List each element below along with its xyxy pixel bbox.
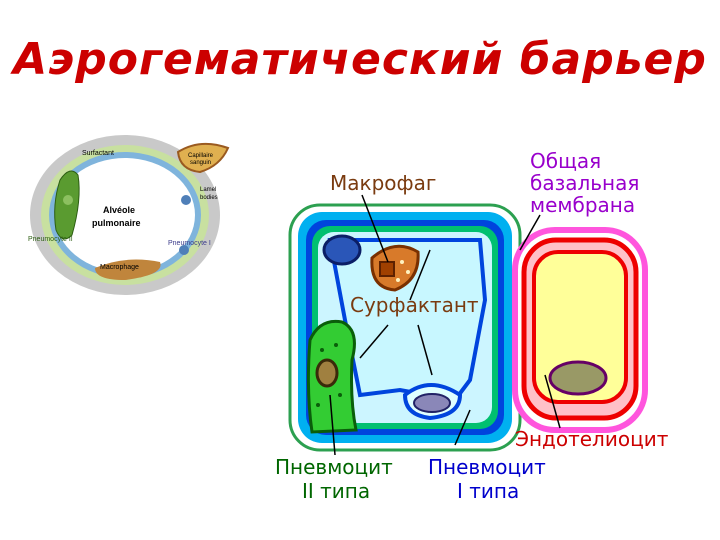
endothelial-nucleus	[548, 360, 608, 396]
inset-alveolar-space	[55, 158, 195, 272]
pointer-surfactant-3	[409, 249, 431, 301]
label-pneumo1-1: Пневмоцит	[428, 455, 546, 479]
pointer-endothelial	[544, 374, 561, 429]
inset-blob-2	[179, 245, 189, 255]
inset-pneumocyte-ii-shape	[54, 170, 80, 240]
inset-pneumo-nucleus	[63, 195, 73, 205]
inset-label-pneumocyte-ii: Pneumocyte II	[28, 236, 73, 243]
pointer-surfactant-2	[417, 324, 433, 376]
inset-capillary-shape	[176, 142, 230, 174]
label-basal-2: базальная	[530, 171, 640, 195]
label-pneumo1-2: I типа	[457, 479, 520, 503]
label-basal-1: Общая	[530, 149, 602, 173]
slide-title: Аэрогематический барьер	[13, 34, 707, 85]
pneumocyte-i-nucleus-bottom	[413, 393, 451, 413]
pointer-pneumo1	[454, 409, 471, 446]
pneumocyte-i-nucleus-top	[322, 234, 362, 266]
inset-label-lamellar-2: bodies	[200, 195, 218, 201]
pointer-pneumo2	[329, 394, 336, 456]
pointer-basal	[519, 214, 541, 251]
pointer-surfactant-1	[359, 324, 389, 359]
capillary-lumen	[532, 250, 628, 404]
inset-blob-1	[181, 195, 191, 205]
inset-label-lamellar-1: Lamel	[200, 187, 217, 193]
label-pneumo2-1: Пневмоцит	[275, 455, 393, 479]
label-basal-3: мембрана	[530, 193, 636, 217]
inset-label-surfactant: Surfactant	[82, 150, 114, 157]
inset-label-capillary-1: Capillaire	[188, 153, 214, 159]
inset-macrophage-shape	[95, 259, 161, 280]
macrophage-nucleus	[379, 261, 395, 277]
label-endothelial: Эндотелиоцит	[515, 427, 669, 451]
inset-label-pneumocyte-i: Pneumocyte I	[168, 240, 211, 247]
inset-label-macrophage: Macrophage	[100, 264, 139, 271]
inset-label-alveolo-1: Alvéole	[103, 205, 136, 215]
pneumocyte-ii-nucleus	[315, 358, 339, 388]
inset-label-alveolo-2: pulmonaire	[92, 218, 141, 228]
label-pneumo2-2: II типа	[302, 479, 371, 503]
inset-label-capillary-2: sanguin	[190, 160, 212, 166]
pointer-macrophage	[361, 194, 389, 263]
label-surfactant: Сурфактант	[350, 293, 479, 317]
label-macrophage: Макрофаг	[330, 171, 437, 195]
